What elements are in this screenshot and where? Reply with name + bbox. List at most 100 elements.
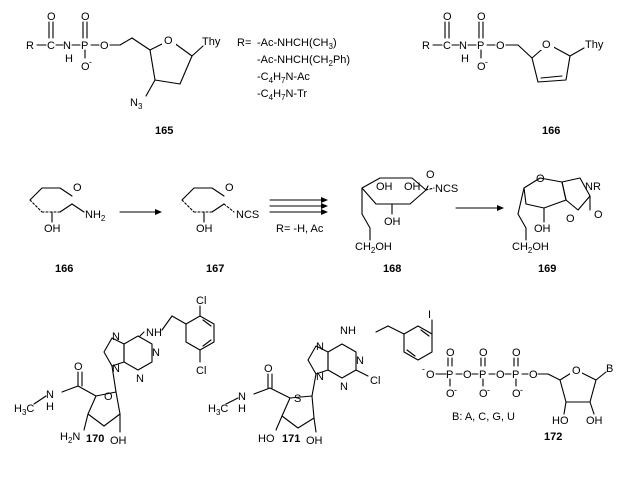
- c166-O-link: O: [496, 40, 505, 52]
- c170-N-amide: N: [46, 389, 54, 401]
- c165-O-link: O: [100, 40, 109, 52]
- c172-minus-4: -: [520, 385, 523, 395]
- c170-O-ring: O: [104, 391, 113, 403]
- c172-label: 172: [544, 431, 562, 443]
- c168-OH3: OH: [384, 216, 401, 228]
- c170-H3C: H3C: [14, 403, 34, 417]
- c172-legend: B: A, C, G, U: [452, 411, 515, 423]
- c165-minus: -: [89, 57, 92, 67]
- c166-P: P: [477, 40, 484, 52]
- c166-N: N: [459, 40, 467, 52]
- c166b-O: O: [73, 182, 82, 194]
- multistep-arrows: R= -H, Ac: [269, 197, 328, 235]
- c166-O-dbl1: O: [443, 11, 452, 23]
- c171-S: S: [294, 393, 301, 405]
- c170-NH: NH: [146, 327, 162, 339]
- c165-P: P: [81, 40, 88, 52]
- c169-OH: OH: [534, 223, 551, 235]
- c171-N3: N: [356, 355, 364, 367]
- c171-N-amide: N: [238, 391, 246, 403]
- c166-O-ring: O: [542, 39, 551, 51]
- c166-label: 166: [542, 125, 560, 137]
- c170-OH: OH: [110, 435, 127, 447]
- c170-H2N: H2N: [60, 431, 80, 445]
- c166-Thy: Thy: [585, 39, 604, 51]
- c170-Cl2: Cl: [196, 365, 206, 377]
- compound-166-top: R C O N H P O O - O O Thy 166: [422, 11, 604, 137]
- c170-N1: N: [112, 331, 120, 343]
- c171-OH: OH: [306, 435, 323, 447]
- c167-label: 167: [206, 263, 224, 275]
- c165-Thy: Thy: [202, 36, 221, 48]
- reaction-conditions: R= -H, Ac: [276, 223, 324, 235]
- compound-165: R C O N H P O O - O O Thy N3 165: [26, 11, 221, 137]
- c170-H-amide: H: [46, 401, 54, 413]
- compound-172: O - P O O - O P O O - O P O O - O O: [422, 347, 613, 443]
- c165-N3: N3: [130, 97, 143, 111]
- c165-R: R: [26, 40, 34, 52]
- c171-Cl: Cl: [370, 375, 380, 387]
- c172-O-bridge-1: O: [463, 369, 472, 381]
- c172-O-p3-top: O: [512, 347, 521, 359]
- c172-O-p2-bottom: O: [479, 388, 488, 400]
- c172-O-p1-bottom: O: [446, 388, 455, 400]
- c165-label: 165: [155, 125, 173, 137]
- c172-minus-2: -: [454, 385, 457, 395]
- c172-minus-1: -: [422, 364, 425, 374]
- c171-N4: N: [340, 381, 348, 393]
- c170-O-amide: O: [74, 361, 83, 373]
- c170-Cl1: Cl: [196, 295, 206, 307]
- c171-N2: N: [316, 371, 324, 383]
- c168-OH1: OH: [376, 181, 393, 193]
- c168-label: 168: [383, 263, 401, 275]
- c166-H: H: [461, 53, 469, 65]
- c172-B: B: [606, 363, 613, 375]
- c166b-OH: OH: [44, 223, 61, 235]
- c166b-NH2: NH2: [85, 209, 106, 223]
- r-def-3: -C4H7N-Ac: [257, 71, 310, 85]
- c172-O-p1-top: O: [446, 347, 455, 359]
- c165-H: H: [65, 53, 73, 65]
- c172-HO: HO: [552, 415, 569, 427]
- c172-O-p3-bottom: O: [512, 388, 521, 400]
- compound-166-middle: O NH2 OH 166: [29, 182, 106, 275]
- c172-P2: P: [479, 369, 486, 381]
- c171-I: I: [428, 309, 431, 321]
- compound-168: O OH OH NCS OH CH2OH 168: [355, 169, 458, 275]
- c165-O-dbl2: O: [81, 11, 90, 23]
- compound-167: O NCS OH 167: [181, 182, 259, 275]
- r-def-4: -C4H7N-Tr: [257, 88, 307, 102]
- c168-O: O: [426, 169, 435, 181]
- c171-NH: NH: [340, 325, 356, 337]
- c169-O1: O: [536, 173, 545, 185]
- r-definitions: R= -Ac-NHCH(CH3) -Ac-NHCH(CH2Ph) -C4H7N-…: [237, 37, 350, 102]
- compound-171: I NH N N N N Cl S OH HO O N H H3C 171: [208, 309, 433, 447]
- c169-NR: NR: [585, 181, 601, 193]
- c168-CH2OH: CH2OH: [355, 241, 392, 255]
- c165-O-ring: O: [164, 35, 173, 47]
- compound-169: O NR O O OH CH2OH 169: [512, 173, 603, 275]
- c172-P1: P: [446, 369, 453, 381]
- c165-N: N: [63, 40, 71, 52]
- c172-O-p2-top: O: [479, 347, 488, 359]
- c170-label: 170: [86, 433, 104, 445]
- c166-C: C: [443, 40, 451, 52]
- c165-O-dbl1: O: [47, 11, 56, 23]
- c170-N4: N: [136, 373, 144, 385]
- r-def-2: -Ac-NHCH(CH2Ph): [257, 54, 350, 68]
- c169-O3: O: [566, 213, 575, 225]
- c172-O-term: O: [426, 369, 435, 381]
- c166-minus: -: [485, 57, 488, 67]
- compound-170: Cl Cl NH N N N N O OH H2N O N H H3C 170: [14, 295, 215, 447]
- c171-label: 171: [282, 433, 300, 445]
- c172-O-bridge-2: O: [496, 369, 505, 381]
- c171-N1: N: [316, 341, 324, 353]
- c171-HO: HO: [258, 433, 275, 445]
- c166b-label: 166: [55, 263, 73, 275]
- c166-R: R: [422, 40, 430, 52]
- r-prefix: R=: [237, 37, 251, 49]
- c172-O-bridge-3: O: [529, 369, 538, 381]
- c165-C: C: [47, 40, 55, 52]
- c171-H-amide: H: [238, 403, 246, 415]
